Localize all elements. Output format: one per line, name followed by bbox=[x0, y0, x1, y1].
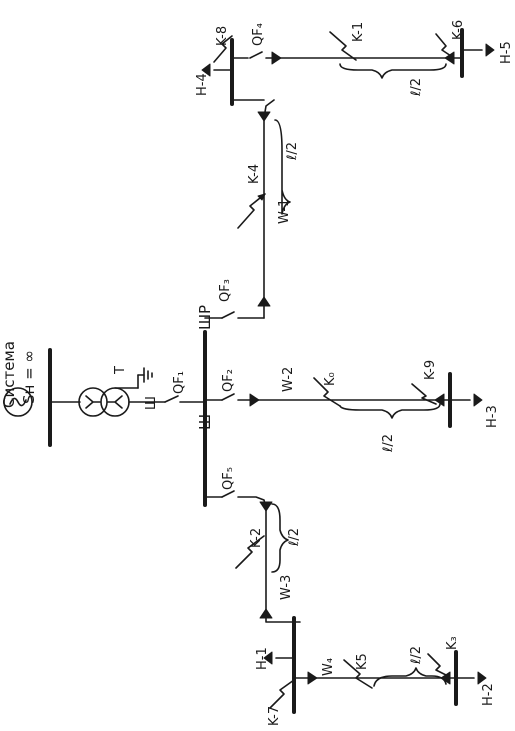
qf1-contact bbox=[164, 395, 179, 403]
wye-icon-2 bbox=[107, 395, 123, 409]
transformer-label: T bbox=[113, 366, 128, 375]
w1-half-length: ℓ/2 bbox=[285, 142, 300, 161]
w3-end-arrow bbox=[259, 608, 273, 619]
k4-fault-tip bbox=[257, 193, 266, 201]
h3-load-arrow bbox=[473, 393, 483, 407]
qf3-label: QF₃ bbox=[218, 279, 233, 302]
k9-fault-icon bbox=[411, 383, 437, 405]
feeder-w1 bbox=[204, 99, 291, 319]
h4-load-arrow bbox=[201, 63, 211, 77]
k5-label: K5 bbox=[355, 653, 370, 670]
w2-half-brace bbox=[339, 403, 441, 419]
h1-label: H-1 bbox=[255, 647, 270, 670]
w4-label: W₄ bbox=[321, 658, 336, 676]
k3-fault-icon bbox=[427, 653, 449, 677]
h1-load-arrow bbox=[263, 651, 273, 665]
k2-fault-icon bbox=[235, 535, 265, 569]
h5-label: H-5 bbox=[499, 41, 514, 64]
system-power: Sн = ∞ bbox=[20, 350, 38, 404]
h2-label: H-2 bbox=[481, 683, 496, 706]
wye-icon bbox=[85, 395, 101, 409]
breaker-qf1 bbox=[164, 395, 206, 403]
w3-half-length: ℓ/2 bbox=[287, 528, 302, 547]
w3-line bbox=[237, 496, 301, 623]
k1-label: K-1 bbox=[351, 22, 366, 42]
w2-half-length: ℓ/2 bbox=[381, 434, 396, 453]
k8-label: K-8 bbox=[215, 26, 230, 46]
w3-start-arrow bbox=[259, 501, 273, 512]
h3-label: H-3 bbox=[485, 405, 500, 428]
k5-fault-icon bbox=[343, 659, 373, 689]
k3-label: K₃ bbox=[445, 636, 460, 650]
feeder-w2 bbox=[204, 377, 451, 419]
main-bus-label: Ш bbox=[196, 414, 214, 430]
k6-fault-icon bbox=[435, 33, 455, 59]
w2-start-arrow bbox=[249, 393, 260, 407]
qf5-contact bbox=[221, 490, 235, 498]
w4-start-arrow bbox=[307, 671, 318, 685]
transformer-bus-label: Ш bbox=[144, 396, 159, 410]
w1-start-arrow bbox=[257, 296, 271, 307]
system-title: Система bbox=[0, 341, 18, 408]
k9-label: K-9 bbox=[423, 360, 438, 380]
h5-start-arrow bbox=[271, 51, 282, 65]
k0-fault-icon bbox=[313, 377, 341, 407]
h2-load-arrow bbox=[477, 671, 487, 685]
h5-half-brace bbox=[339, 63, 447, 79]
w1-label: W-1 bbox=[277, 199, 292, 224]
qf3-contact bbox=[221, 311, 235, 319]
feeder-w4 bbox=[293, 653, 457, 689]
w4-half-length: ℓ/2 bbox=[409, 646, 424, 665]
w3-label: W-3 bbox=[279, 575, 294, 600]
transformer-winding-1 bbox=[78, 387, 108, 417]
k1-fault-icon bbox=[329, 31, 357, 61]
qf4-label: QF₄ bbox=[251, 23, 266, 46]
k8-fault-icon bbox=[213, 35, 233, 63]
h5-half-length: ℓ/2 bbox=[409, 78, 424, 97]
qf4-contact bbox=[249, 51, 263, 59]
feeder-h5 bbox=[231, 31, 463, 79]
k7-fault-icon bbox=[269, 679, 295, 709]
generator-symbol bbox=[3, 387, 33, 417]
k4-label: K-4 bbox=[247, 164, 262, 184]
qf2-label: QF₂ bbox=[221, 369, 236, 392]
system-source bbox=[3, 348, 81, 447]
sine-icon bbox=[9, 397, 27, 407]
qf1-label: QF₁ bbox=[172, 371, 187, 394]
w1-line bbox=[263, 99, 275, 319]
k0-label: K₀ bbox=[323, 372, 338, 386]
k4-fault-icon bbox=[237, 193, 266, 229]
h4-label: H-4 bbox=[195, 73, 210, 96]
feeder-w3 bbox=[204, 490, 301, 623]
w2-end-arrow bbox=[434, 393, 445, 407]
k2-label: K-2 bbox=[249, 528, 264, 548]
w2-label: W-2 bbox=[281, 367, 296, 392]
w4-half-brace bbox=[373, 667, 447, 687]
qf5-label: QF₅ bbox=[221, 467, 236, 490]
transformer bbox=[78, 367, 166, 417]
h5-load-arrow bbox=[485, 43, 495, 57]
k7-label: K-7 bbox=[267, 706, 282, 726]
w1-end-arrow bbox=[257, 111, 271, 122]
qf2-contact bbox=[221, 393, 235, 401]
w1-half-brace bbox=[274, 119, 291, 215]
w3-half-brace bbox=[271, 503, 289, 573]
